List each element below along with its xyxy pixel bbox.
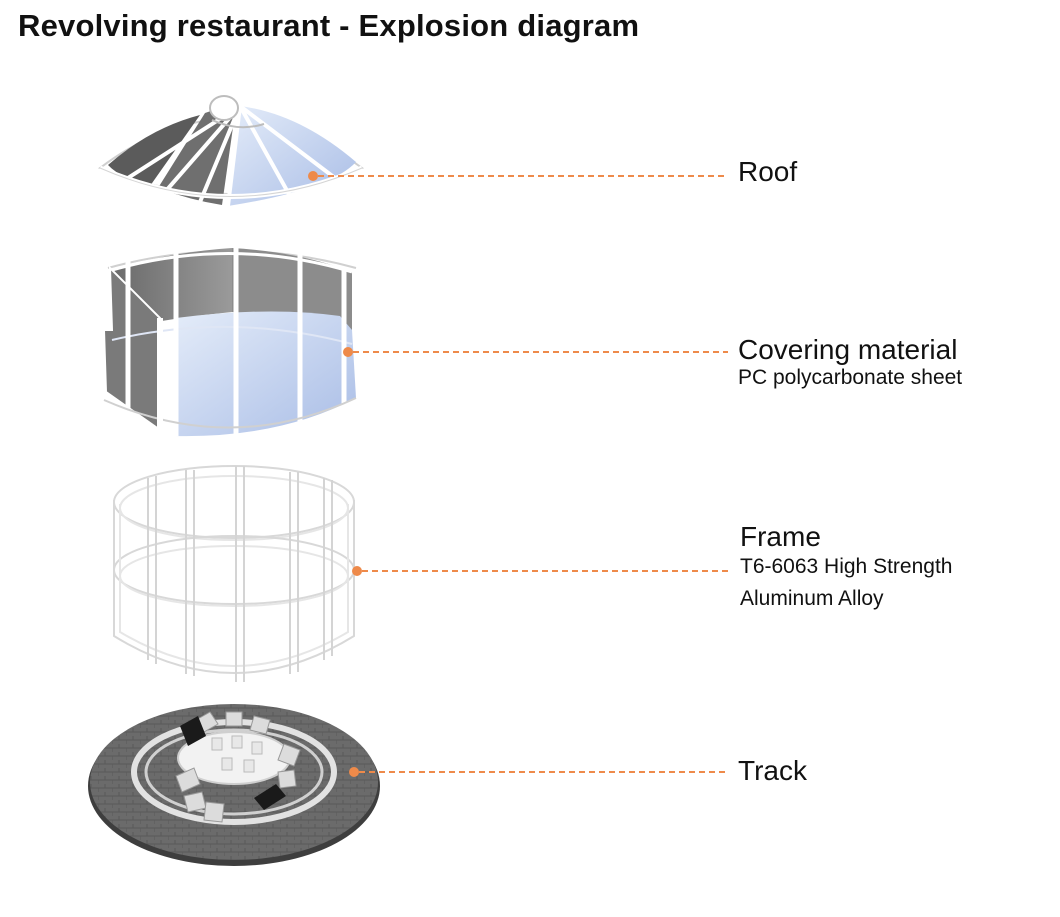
track-illustration	[88, 704, 380, 866]
label-covering-material: Covering material PC polycarbonate sheet	[738, 334, 962, 394]
covering-material-detail: PC polycarbonate sheet	[738, 366, 963, 389]
frame-detail-line-2: Aluminum Alloy	[740, 587, 884, 610]
track-marker	[349, 767, 359, 777]
frame-marker	[352, 566, 362, 576]
label-track: Track	[738, 755, 807, 787]
covering-material-illustration	[102, 244, 357, 440]
frame-detail-line-1: T6-6063 High Strength	[740, 555, 953, 578]
label-frame: Frame T6-6063 High Strength Aluminum All…	[740, 521, 952, 615]
leader-lines	[308, 171, 732, 777]
roof-label: Roof	[738, 156, 798, 187]
covering-marker	[343, 347, 353, 357]
roof-marker	[308, 171, 318, 181]
track-label: Track	[738, 755, 807, 786]
covering-material-label: Covering material	[738, 334, 958, 365]
diagram-title: Revolving restaurant - Explosion diagram	[18, 8, 640, 43]
frame-label: Frame	[740, 521, 821, 552]
label-roof: Roof	[738, 156, 797, 188]
frame-illustration	[113, 465, 355, 682]
roof-illustration	[97, 95, 365, 207]
